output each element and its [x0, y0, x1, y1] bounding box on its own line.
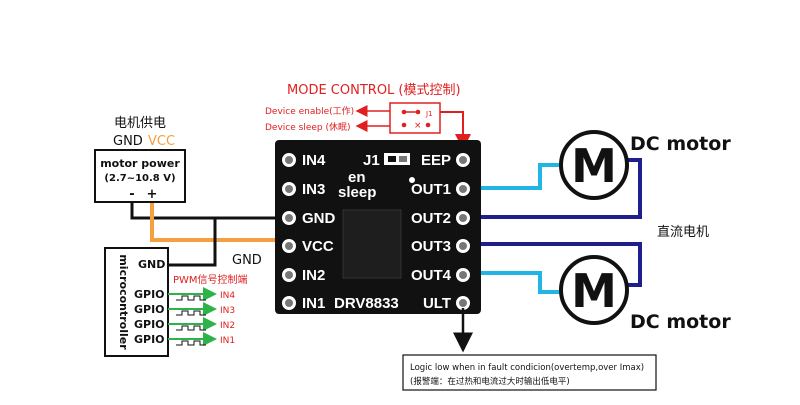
mode-arrow: [440, 111, 471, 150]
pwm-label: PWM信号控制端: [173, 273, 248, 286]
pwm-line-in1: IN1: [168, 332, 235, 346]
device-sleep-label: Device sleep (休眠): [265, 121, 351, 133]
out2-wire: [476, 158, 642, 219]
motor-top: M: [559, 130, 629, 200]
mcu-gpio-3: GPIO: [134, 318, 165, 331]
motor-bottom-letter: M: [571, 264, 617, 318]
pwm-in4-label: IN4: [220, 291, 235, 301]
ext-gnd-label: GND: [232, 253, 262, 268]
pwm-line-in2: IN2: [168, 317, 235, 331]
pwm-line-in4: IN4: [168, 287, 235, 301]
left-pin-holes: [282, 153, 296, 310]
right-pin-holes: [456, 153, 470, 310]
board-j1-label: J1: [363, 152, 380, 169]
mcu-gnd-label: GND: [138, 258, 165, 271]
motor-power-box: motor power (2.7~10.8 V) - +: [94, 149, 186, 203]
motor-power-title: motor power: [100, 157, 180, 170]
mcu-gpio-1: GPIO: [134, 288, 165, 301]
plus-sign: +: [147, 187, 158, 202]
out3-wire: [476, 242, 642, 287]
pin-in1: IN1: [302, 295, 325, 312]
pwm-in3-label: IN3: [220, 306, 235, 316]
motor-bottom: M: [559, 255, 629, 325]
motor-top-label: DC motor: [630, 133, 731, 155]
pin-ult: ULT: [423, 295, 451, 312]
pin-out1: OUT1: [411, 181, 451, 198]
pin-out3: OUT3: [411, 238, 451, 255]
drv8833-board: IN4 IN3 GND VCC IN2 IN1 EEP OUT1 OUT2 OU…: [275, 140, 481, 314]
mcu-gpio-4: GPIO: [134, 333, 165, 346]
motor-cn-label: 直流电机: [657, 225, 709, 240]
fault-box: Logic low when in fault condicion(overte…: [402, 354, 657, 391]
microcontroller-box: microcontroller GND GPIO GPIO GPIO GPIO: [104, 247, 169, 357]
svg-text:×: ×: [414, 121, 422, 131]
vcc-wire: [150, 200, 288, 242]
power-cn-label: 电机供电: [114, 116, 166, 131]
chip-body: [342, 209, 402, 279]
board-sleep-label: sleep: [338, 184, 376, 201]
pin-vcc: VCC: [302, 238, 334, 255]
device-enable-label: Device enable(工作): [265, 105, 354, 117]
pin-in2: IN2: [302, 267, 325, 284]
pin-eep: EEP: [421, 152, 451, 169]
pin-in4: IN4: [302, 152, 326, 169]
pwm-signals: IN4 IN3 IN2 IN1: [168, 287, 235, 346]
pwm-in2-label: IN2: [220, 321, 235, 331]
fault-line-1: Logic low when in fault condicion(overte…: [410, 363, 644, 373]
gnd-wire-power: [130, 200, 288, 220]
minus-sign: -: [129, 187, 134, 202]
motor-power-range: (2.7~10.8 V): [104, 173, 175, 184]
motor-bottom-label: DC motor: [630, 311, 731, 333]
pin-out2: OUT2: [411, 210, 451, 227]
out1-wire: [476, 163, 560, 190]
pin-in3: IN3: [302, 181, 325, 198]
motor-top-letter: M: [571, 139, 617, 193]
pwm-line-in3: IN3: [168, 302, 235, 316]
pin-gnd: GND: [302, 210, 336, 227]
jumper-label: J1: [425, 110, 433, 118]
fault-line-2: (报警端：在过热和电流过大时输出低电平): [410, 376, 570, 387]
power-vcc-label: VCC: [148, 134, 175, 149]
power-gnd-label: GND: [113, 134, 143, 149]
jumper-diagram: × J1: [389, 102, 441, 134]
gnd-wire-mcu: [168, 218, 217, 267]
chip-label: DRV8833: [334, 295, 399, 312]
pwm-in1-label: IN1: [220, 336, 235, 346]
microcontroller-label: microcontroller: [117, 254, 130, 350]
pin-out4: OUT4: [411, 267, 452, 284]
mcu-gpio-2: GPIO: [134, 303, 165, 316]
board-en-label: en: [348, 169, 366, 186]
mode-control-title: MODE CONTROL (模式控制): [287, 83, 461, 98]
out4-wire: [476, 271, 560, 294]
